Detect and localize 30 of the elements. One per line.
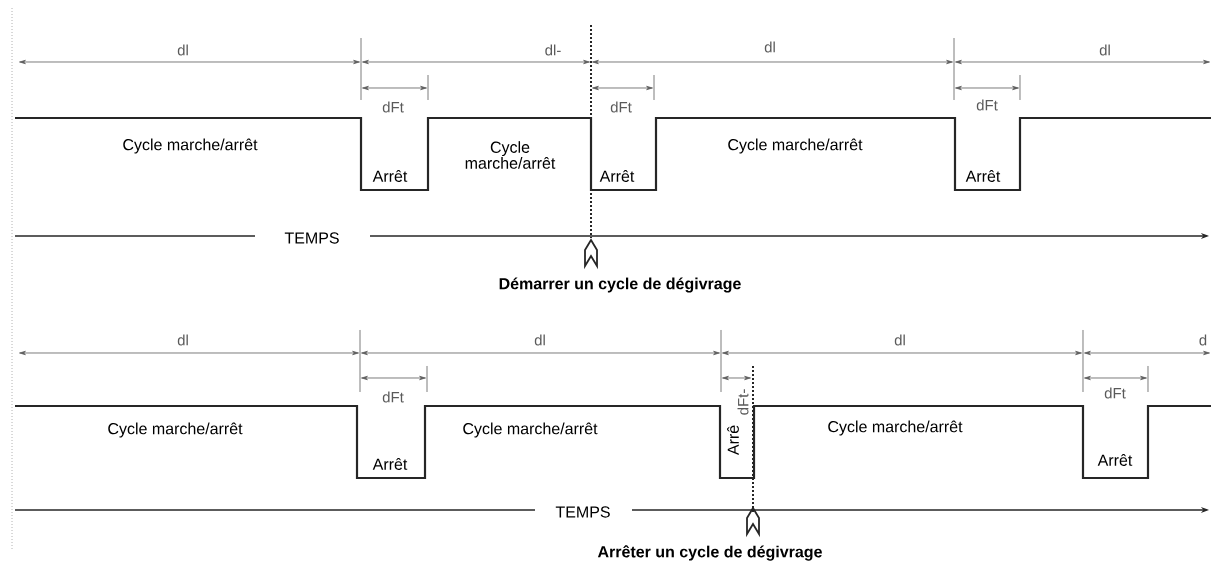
dimension-label: dFt: [382, 391, 404, 403]
axis-label: TEMPS: [555, 506, 610, 518]
dimension-label: dl: [177, 44, 188, 56]
dimension-label: dl: [1099, 44, 1110, 56]
phase-label: Cycle marche/arrêt: [463, 422, 598, 438]
dimension-label: dFt: [976, 99, 998, 111]
phase-label: Cycle marche/arrêt: [123, 138, 258, 154]
event-label: Démarrer un cycle de dégivrage: [499, 277, 741, 293]
dimension-label: dFt: [1104, 387, 1126, 399]
stop-label: Arrêt: [599, 170, 635, 182]
stop-label: Arrê: [727, 425, 739, 456]
dimension-label: d: [1199, 334, 1207, 346]
axis-label: TEMPS: [284, 232, 339, 244]
dimension-label: dFt: [382, 101, 404, 113]
dimension-label: dFt-: [737, 389, 749, 415]
stop-label: Arrêt: [965, 170, 1001, 182]
stop-label: Arrêt: [1097, 454, 1133, 466]
dimension-label: dFt: [610, 101, 632, 113]
dimension-label: dl: [177, 334, 188, 346]
dimension-label: dl-: [545, 44, 561, 56]
dimension-label: dl: [894, 334, 905, 346]
phase-label: Cycle marche/arrêt: [728, 138, 863, 154]
dimension-label: dl: [534, 334, 545, 346]
event-label: Arrêter un cycle de dégivrage: [597, 545, 822, 561]
dimension-label: dl: [764, 41, 775, 53]
phase-label: Cycle marche/arrêt: [108, 422, 243, 438]
phase-label: Cycle marche/arrêt: [828, 420, 963, 436]
stop-label: Arrêt: [372, 458, 408, 470]
phase-label: Cycle marche/arrêt: [465, 141, 556, 169]
stop-label: Arrêt: [372, 170, 408, 182]
